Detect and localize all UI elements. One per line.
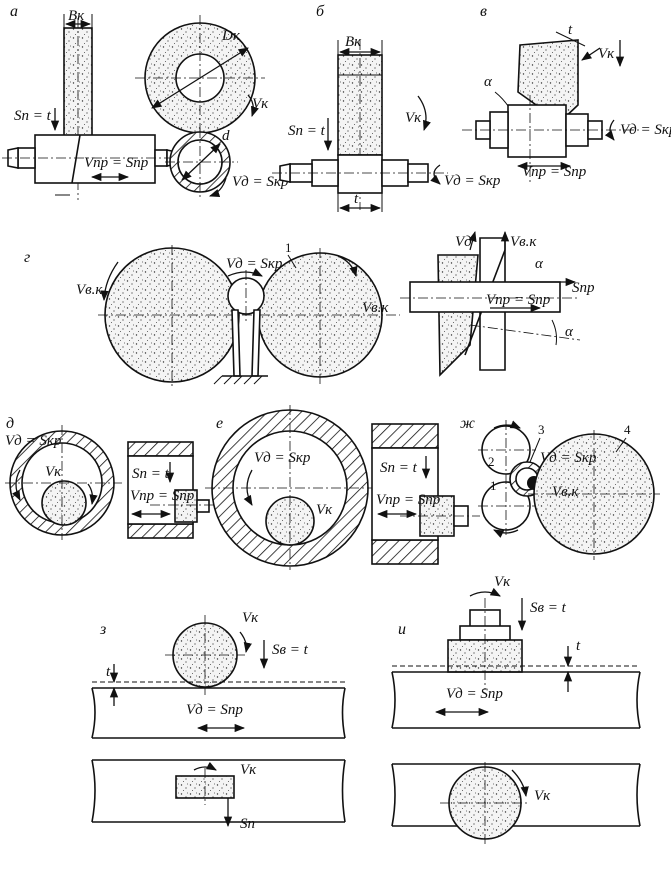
panel-i-wheel-speed2: Vк: [534, 788, 551, 804]
panel-a-wheel-speed: Vк: [252, 96, 269, 112]
panel-i-tag: и: [398, 621, 406, 638]
panel-g-s-label: Sпр: [572, 280, 595, 296]
panel-a-grinding-wheel: [63, 27, 93, 139]
panel-b: б Bк Vк Sп = t Vд = Sкр t: [272, 3, 501, 213]
panel-a-part-speed: Vпр = Sпр: [84, 155, 149, 171]
panel-b-feed-label: Sп = t: [288, 123, 326, 139]
panel-a-width-label: Bк: [68, 8, 85, 24]
panel-g-tag: г: [24, 249, 30, 266]
panel-g-vd: Vд: [455, 234, 472, 250]
panel-e-tag: е: [216, 415, 223, 432]
panel-z-tag: з: [99, 621, 106, 638]
panel-a-diameter: Dк: [221, 28, 241, 44]
panel-z-wheel-speed: Vк: [242, 610, 259, 626]
panel-e-wheel-speed: Vк: [316, 502, 333, 518]
panel-b-workpiece: [337, 154, 383, 194]
panel-zh-number-2: 2: [488, 454, 495, 469]
panel-zh-rot-label: Vд = Sкр: [540, 450, 597, 466]
panel-d-bore-wall-top: [127, 441, 194, 457]
panel-z-feed-label: Sв = t: [272, 642, 309, 658]
panel-d-tag: д: [6, 415, 14, 432]
panel-i: и Vк Sв = t t Vд = Sпр Vк: [391, 574, 641, 845]
panel-z-t: t: [106, 664, 111, 680]
panel-g-alpha-bottom: α: [565, 324, 574, 340]
panel-b-depth: t: [354, 191, 359, 207]
panel-v-angle: α: [484, 74, 493, 90]
panel-zh: ж 2 3 4 1 Vд = Sкр Vв.к: [460, 415, 660, 560]
panel-v-tag: в: [480, 3, 487, 20]
panel-e: е Vд = Sкр Vк Sп = t Vпр = Sпр: [205, 405, 480, 570]
panel-v-workpiece: [507, 104, 567, 158]
panel-d-bore-wall-bottom: [127, 523, 194, 539]
panel-zh-number-4: 4: [624, 422, 631, 437]
panel-d-wheel-speed: Vк: [45, 464, 62, 480]
panel-v-rot-label: Vд = Sкр: [620, 122, 671, 138]
panel-g-wheel-number: 1: [285, 240, 292, 255]
panel-d-long-feed: Vпр = Sпр: [130, 488, 195, 504]
panel-a-feed-label: Sп = t: [14, 108, 52, 124]
panel-e-bore-wall-bottom: [371, 539, 439, 565]
panel-g-wheel-side: [437, 254, 479, 377]
panel-e-bore-wall-top: [371, 423, 439, 449]
panel-g-alpha-top: α: [535, 256, 544, 272]
panel-g-left-speed: Vв.к: [76, 282, 103, 298]
panel-z-cross-feed: Sп: [240, 816, 255, 832]
panel-g-part-speed: Vд = Sкр: [226, 256, 283, 272]
panel-b-wheel-speed: Vк: [405, 110, 422, 126]
panel-zh-tag: ж: [460, 415, 475, 432]
panel-i-t: t: [576, 638, 581, 654]
panel-a: а Bк Sп = t Vпр = Sпр Dк Vк d Vд = Sк: [2, 3, 289, 200]
panel-g-vpr: Vпр = Sпр: [486, 292, 551, 308]
panel-v: в t Vк α Vд = Sкр Vпр = Sпр: [462, 3, 671, 185]
panel-a-tag: а: [10, 3, 18, 20]
panel-z: з Vк Sв = t t Vд = Sпр Vк Sп: [91, 610, 346, 832]
panel-g-right-speed: Vв.к: [362, 300, 389, 316]
panel-v-wheel-speed: Vк: [598, 46, 615, 62]
panel-z-table-speed: Vд = Sпр: [186, 702, 243, 718]
panel-g: г Vв.к Vд = Sкр 1 Vв.к Vд Vв.к α: [24, 230, 595, 388]
panel-zh-wheel-speed: Vв.к: [552, 484, 579, 500]
panel-e-long-feed: Vпр = Sпр: [376, 492, 441, 508]
panel-d-feed-label: Sп = t: [132, 466, 170, 482]
panel-d-rot-label: Vд = Sкр: [5, 433, 62, 449]
panel-g-vvk: Vв.к: [510, 234, 537, 250]
panel-e-rot-label: Vд = Sкр: [254, 450, 311, 466]
panel-zh-number-1: 1: [490, 478, 497, 493]
panel-i-feed-label: Sв = t: [530, 600, 567, 616]
panel-b-width-label: Bк: [345, 34, 362, 50]
panel-b-tag: б: [316, 3, 325, 20]
panel-d-grinding-wheel: [41, 480, 87, 526]
panel-b-rot-label: Vд = Sкр: [444, 173, 501, 189]
panel-a-part-diameter: d: [222, 128, 230, 144]
panel-z-wheel-speed2: Vк: [240, 762, 257, 778]
panel-a-part-speed2: Vд = Sкр: [232, 174, 289, 190]
panel-i-table-speed: Vд = Sпр: [446, 686, 503, 702]
panel-d: д Vд = Sкр Vк Sп = t Vпр = Sпр: [5, 415, 218, 540]
panel-i-wheel-speed: Vк: [494, 574, 511, 590]
panel-v-t: t: [568, 22, 573, 38]
panel-zh-number-3: 3: [538, 422, 545, 437]
panel-e-feed-label: Sп = t: [380, 460, 418, 476]
